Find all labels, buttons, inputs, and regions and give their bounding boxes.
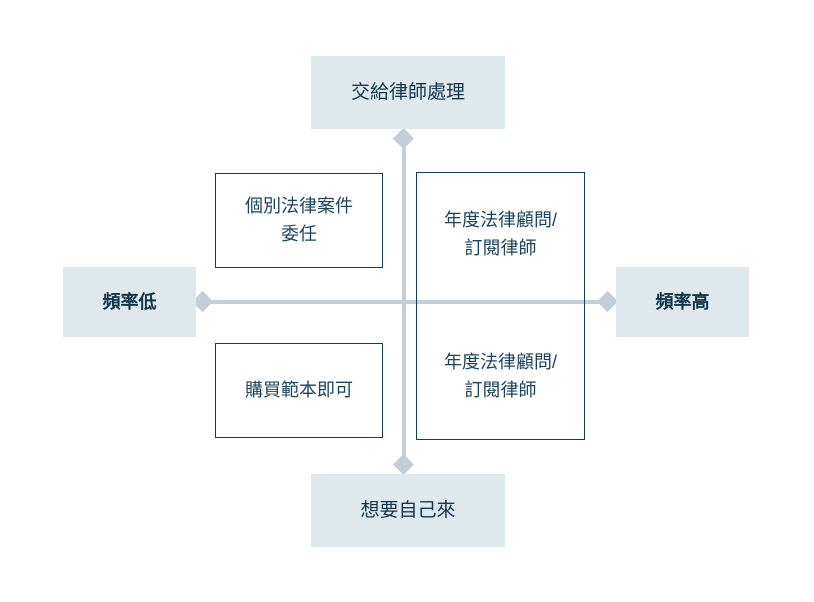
quadrant-box-right: 年度法律顧問/ 訂閱律師 年度法律顧問/ 訂閱律師 [416,172,585,440]
axis-arrow-right-icon [596,290,619,313]
quadrant-right-bottom-text: 年度法律顧問/ 訂閱律師 [417,349,584,405]
axis-label-left-text: 頻率低 [102,291,157,312]
axis-label-top-text: 交給律師處理 [350,81,465,103]
axis-label-bottom: 想要自己來 [311,474,505,547]
axis-label-top: 交給律師處理 [311,56,505,129]
axis-label-left: 頻率低 [63,267,196,337]
quadrant-right-top-text: 年度法律顧問/ 訂閱律師 [417,207,584,263]
quadrant-top-left-line-1: 個別法律案件 [245,195,353,216]
quadrant-box-top-left: 個別法律案件 委任 [215,173,383,268]
vertical-axis-line [402,138,406,465]
quadrant-right-top-line-2: 訂閱律師 [464,237,537,258]
quadrant-right-bottom-line-1: 年度法律顧問/ [443,352,557,373]
axis-label-bottom-text: 想要自己來 [360,499,456,521]
quadrant-box-bottom-left: 購買範本即可 [215,343,383,438]
quadrant-right-bottom-line-2: 訂閱律師 [464,380,537,401]
axis-label-right-text: 頻率高 [655,291,710,312]
axis-arrow-up-icon [392,127,415,150]
quadrant-right-top-line-1: 年度法律顧問/ [443,210,557,230]
axis-label-right: 頻率高 [616,267,749,337]
quadrant-bottom-left-line-1: 購買範本即可 [245,379,353,400]
quadrant-top-left-line-2: 委任 [281,223,317,244]
axis-arrow-down-icon [392,453,415,476]
